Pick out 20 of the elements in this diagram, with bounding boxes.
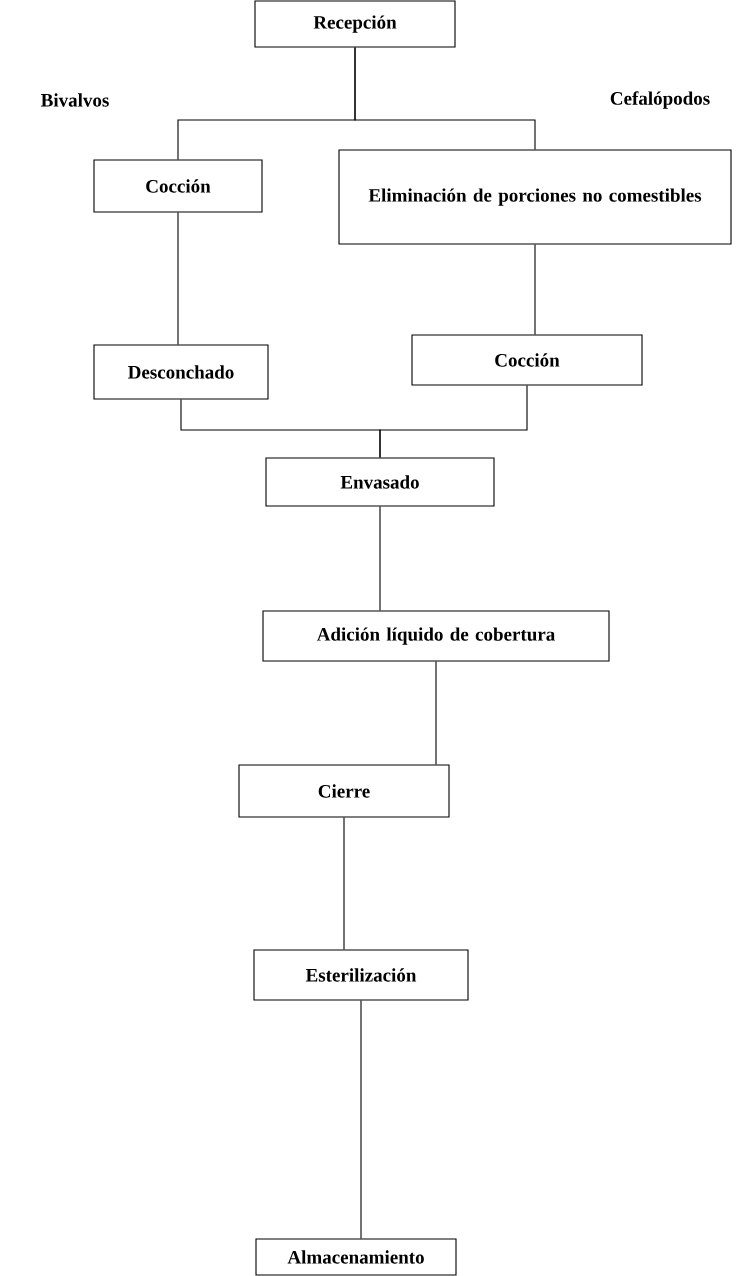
process-box: Eliminación de porciones no comestibles [338, 149, 732, 245]
process-box: Cocción [411, 334, 643, 386]
connector-line [177, 212, 179, 345]
connector-line [435, 661, 437, 765]
process-box: Desconchado [93, 344, 269, 400]
process-box: Almacenamiento [255, 1238, 457, 1276]
process-box: Envasado [265, 457, 495, 507]
connector-line [379, 506, 381, 611]
process-box: Cierre [238, 764, 450, 818]
connector-line [343, 817, 345, 950]
connector-line [379, 385, 528, 458]
process-box: Adición líquido de cobertura [262, 610, 610, 662]
connector-line [354, 47, 536, 150]
connector-line [360, 1000, 362, 1239]
process-box: Cocción [93, 159, 263, 213]
branch-label: Bivalvos [39, 92, 111, 108]
connector-line [534, 244, 536, 335]
process-box: Recepción [254, 0, 456, 48]
branch-label: Cefalópodos [608, 90, 712, 110]
process-box: Esterilización [253, 949, 469, 1001]
